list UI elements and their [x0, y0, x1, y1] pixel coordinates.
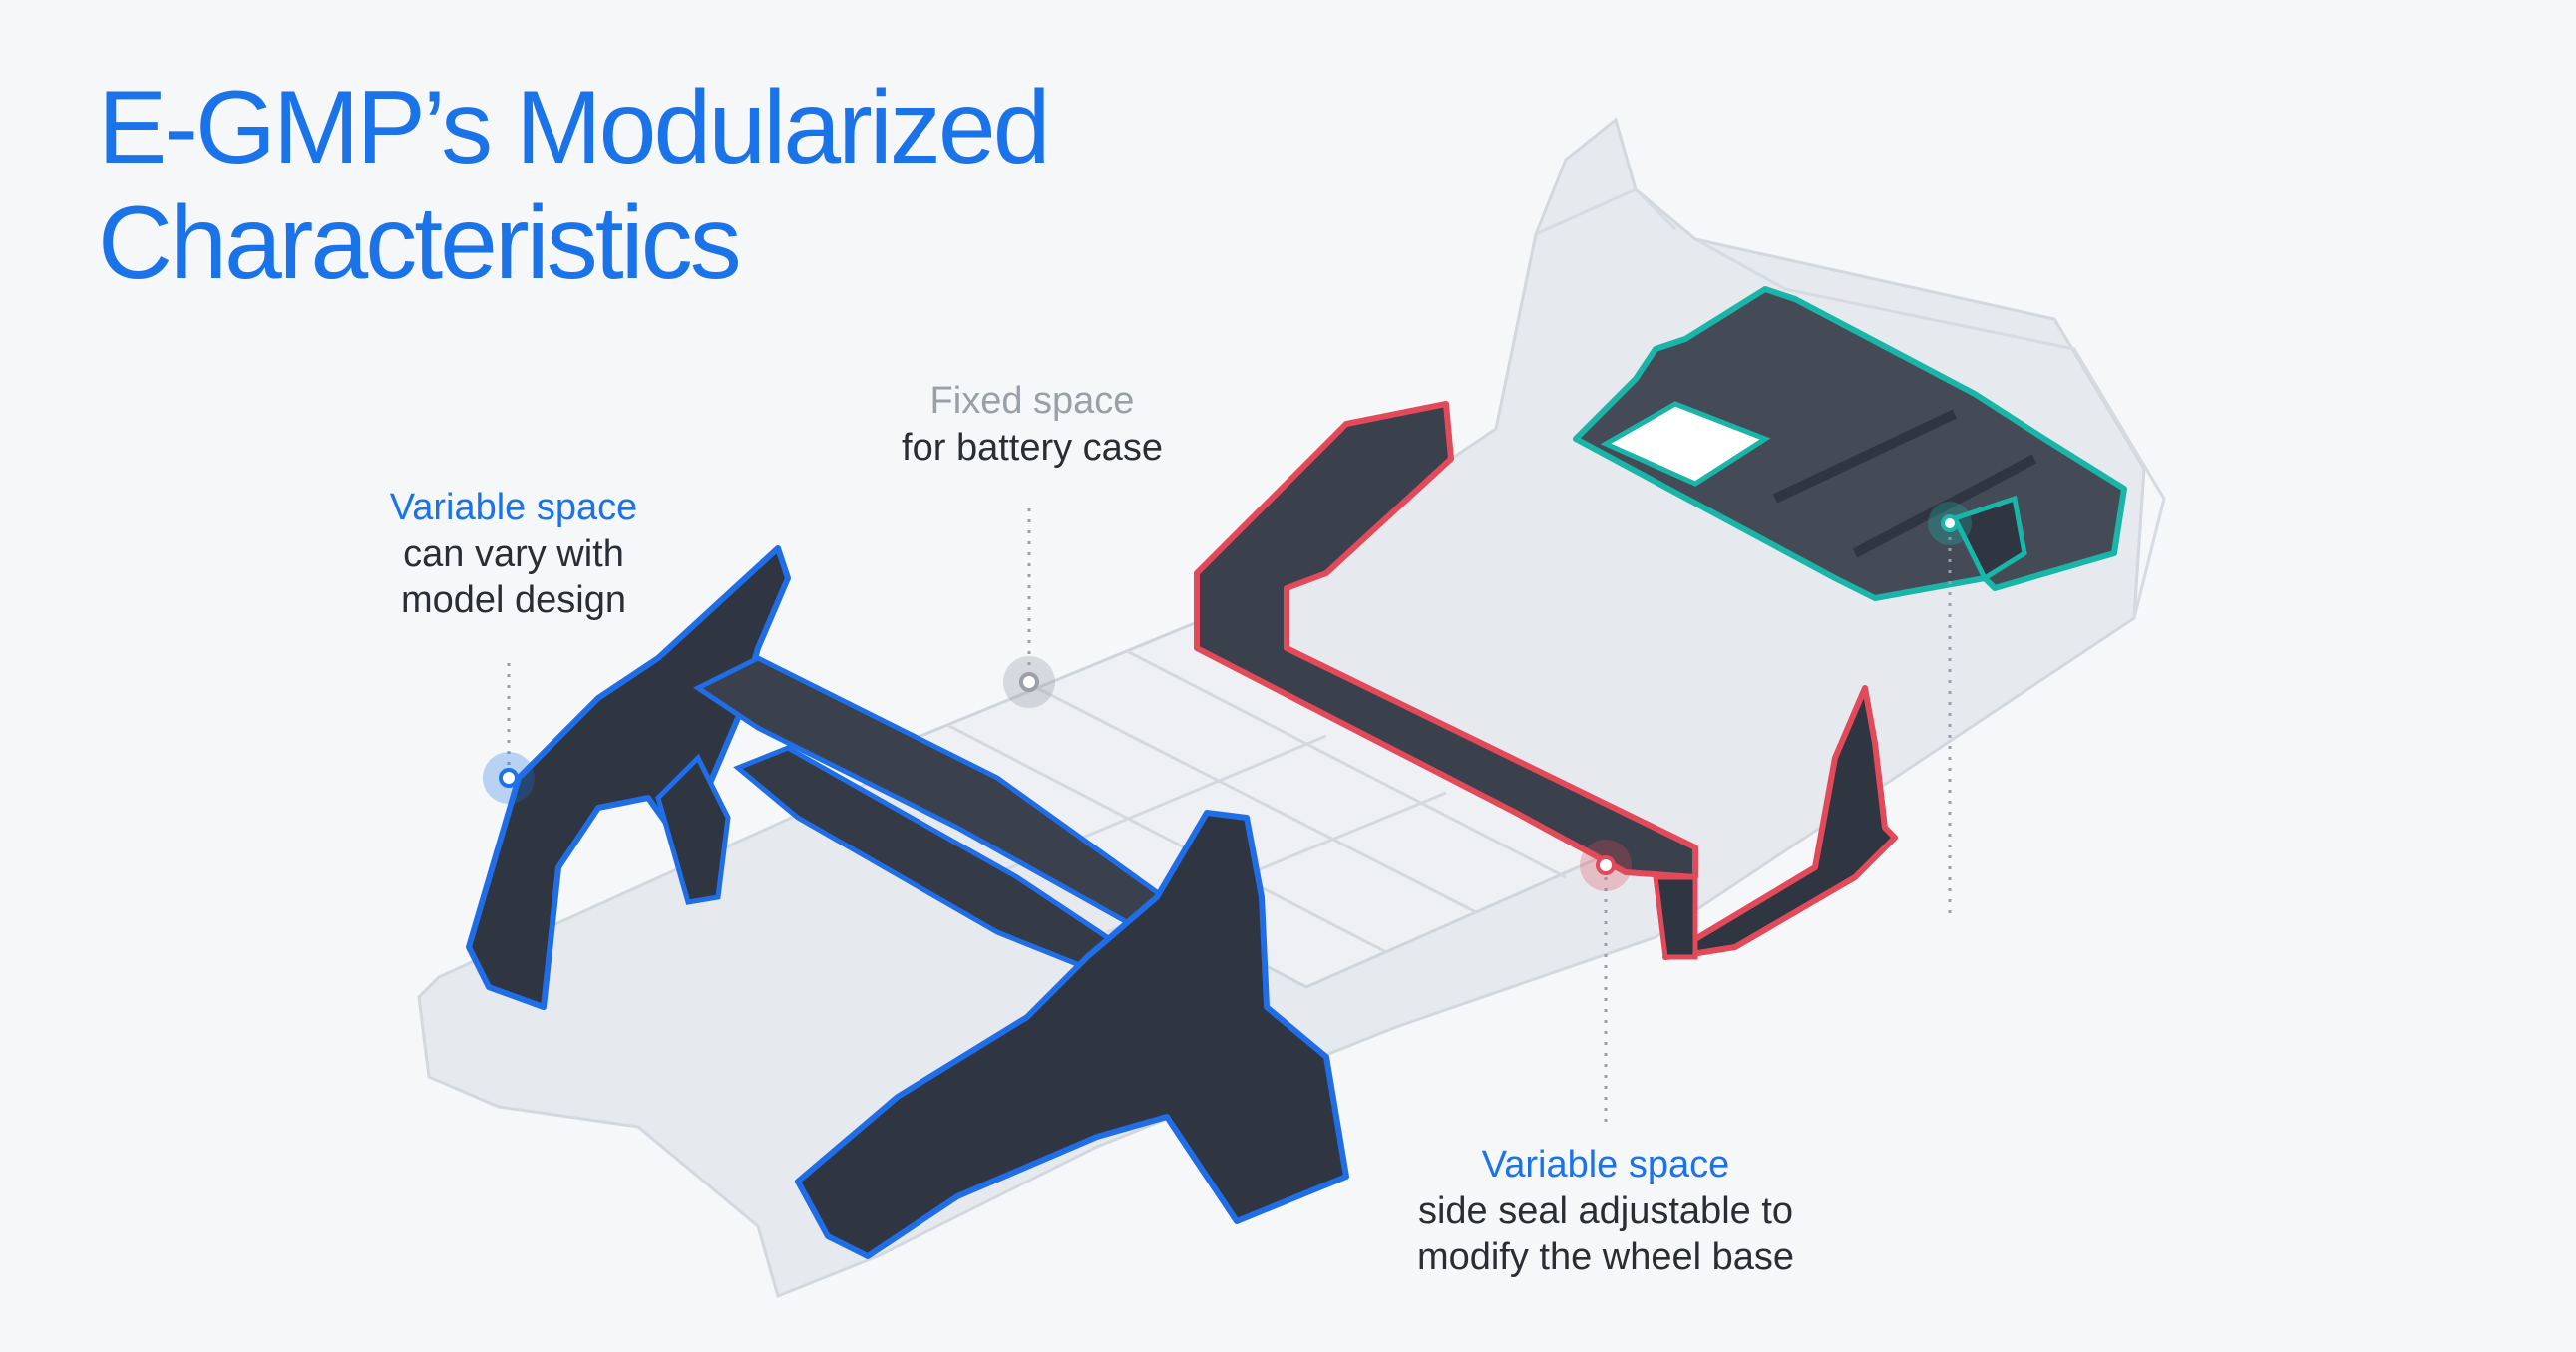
front-module [466, 545, 1349, 1259]
front-callout-line-1: can vary with [403, 533, 624, 575]
rear-cross-member-1 [1772, 409, 1958, 504]
side-callout-line-1: side seal adjustable to [1417, 1190, 1794, 1232]
side-seal-module [1194, 401, 1898, 960]
gray-marker-dot [1003, 656, 1055, 708]
title-line-2: Characteristics [98, 185, 742, 301]
leader-lines [507, 508, 1952, 1122]
front-left-arch [466, 545, 791, 1010]
front-right-arch [795, 810, 1349, 1259]
side-seal-rail [1194, 401, 1698, 880]
fixed-callout-line-1: for battery case [902, 427, 1163, 469]
fixed-callout-heading: Fixed space [929, 380, 1135, 422]
front-callout-heading: Variable space [389, 487, 638, 528]
side-variable-space-callout: Variable space side seal adjustable to m… [1376, 1141, 1835, 1280]
side-callout-line-2: modify the wheel base [1416, 1236, 1795, 1278]
floor-seam-2 [1036, 686, 1477, 914]
floor-seam-3 [1126, 649, 1567, 879]
battery-floor [864, 616, 1650, 989]
rear-cross-member-2 [1852, 454, 2037, 558]
rear-shell-edge [1694, 237, 2166, 619]
front-variable-space-callout: Variable space can vary with model desig… [329, 484, 698, 623]
fixed-space-callout: Fixed space for battery case [828, 377, 1237, 471]
side-seal-joint [1653, 874, 1698, 960]
red-marker-dot [1580, 840, 1632, 891]
blue-marker-dot [483, 752, 535, 804]
floor-seam-1 [946, 723, 1387, 954]
page-title: E-GMP’s Modularized Characteristics [98, 70, 1051, 301]
front-callout-line-2: model design [400, 579, 627, 621]
teal-marker-dot [1928, 502, 1972, 545]
rear-module [1573, 286, 2127, 601]
side-rear-arch [1662, 685, 1898, 960]
title-line-1: E-GMP’s Modularized [98, 70, 1051, 185]
rear-side-bracket [1951, 495, 2027, 582]
side-callout-heading: Variable space [1481, 1144, 1730, 1185]
rear-floor-opening [1600, 401, 1771, 487]
front-left-bracket [655, 753, 731, 905]
rear-tower-edge [1535, 187, 1677, 236]
